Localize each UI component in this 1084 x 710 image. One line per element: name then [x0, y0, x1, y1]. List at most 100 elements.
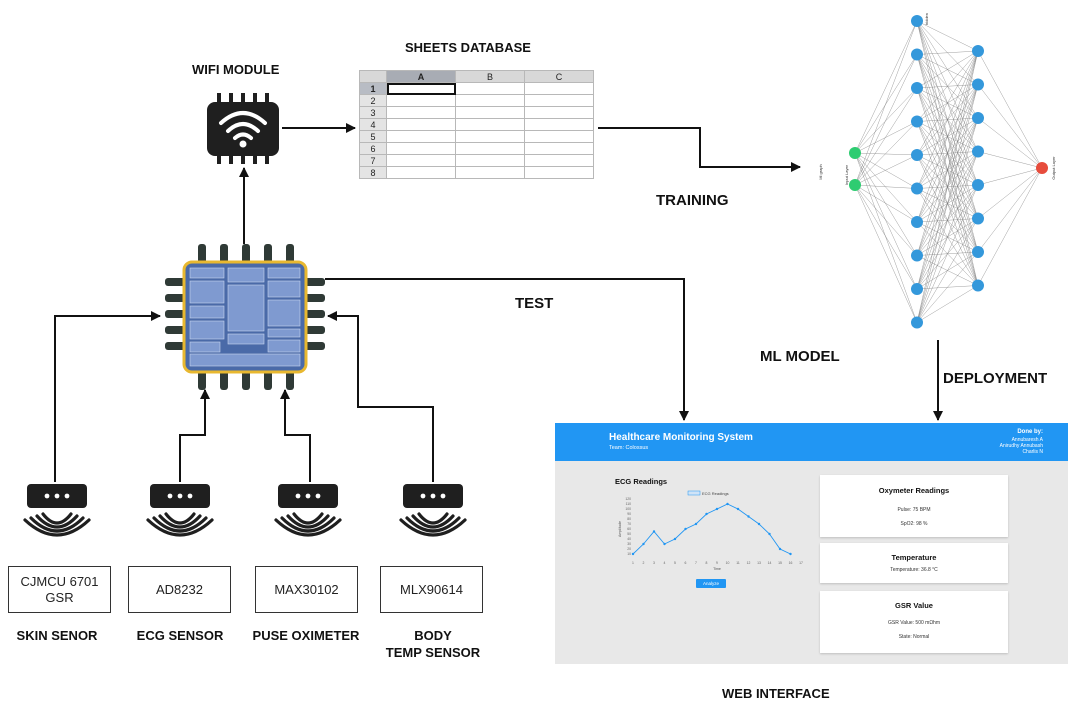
sheet-cell[interactable] [455, 130, 525, 143]
sheet-cell[interactable] [524, 130, 594, 143]
sheet-cell[interactable] [386, 154, 456, 167]
sheet-row: 7 [359, 154, 594, 167]
deployment-label: DEPLOYMENT [943, 370, 1048, 387]
nn-hidden-node [911, 316, 923, 329]
analyze-button[interactable]: Analyze [696, 579, 726, 588]
nn-side-label: Ml graph [818, 164, 823, 180]
nn-hidden-node [911, 15, 923, 27]
sheet-cell[interactable] [386, 166, 456, 179]
ecg-data-point [747, 515, 750, 518]
sheet-cell[interactable] [455, 154, 525, 167]
web-title: Healthcare Monitoring System [609, 432, 753, 443]
nn-connections [854, 20, 1043, 323]
sheet-row-header[interactable]: 2 [359, 94, 387, 107]
sheet-cell[interactable] [455, 118, 525, 131]
ecg-y-tick: 70 [627, 522, 631, 526]
sheet-cell[interactable] [524, 142, 594, 155]
ecg-x-tick: 11 [736, 561, 740, 565]
sheet-cell[interactable] [455, 82, 525, 95]
ecg-x-tick: 12 [747, 561, 751, 565]
web-name: Charlis N [1022, 449, 1043, 455]
web-name: Anirudhy Annubash [999, 443, 1043, 449]
ecg-x-tick: 4 [664, 561, 666, 565]
ecg-x-axis-label: Time [713, 567, 721, 571]
sheet-row-header[interactable]: 3 [359, 106, 387, 119]
ecg-data-point [726, 502, 729, 506]
sensor-model-label: AD8232 [156, 581, 203, 597]
sheet-row: 4 [359, 118, 594, 131]
sensor-model-box: MAX30102 [255, 566, 358, 613]
sheet-cell[interactable] [386, 106, 456, 119]
sheet-cell[interactable] [386, 142, 456, 155]
sensor-model-label: MLX90614 [400, 581, 463, 597]
nn-hidden-node [911, 216, 923, 228]
sheet-cell[interactable] [455, 106, 525, 119]
gsr-card: GSR Value GSR Value: 500 mΩhm State: Nor… [820, 591, 1008, 653]
sensor-model-box: AD8232 [128, 566, 231, 613]
sheet-cell[interactable] [386, 94, 456, 107]
sheet-row: 6 [359, 142, 594, 155]
sheet-cell[interactable] [386, 82, 456, 95]
ecg-x-tick: 17 [799, 561, 803, 565]
nn-hidden-node [972, 145, 984, 158]
ecg-data-point [736, 507, 740, 511]
sheet-cell[interactable] [524, 94, 594, 107]
nn-hidden-node [972, 279, 984, 292]
ecg-y-tick: 10 [627, 552, 631, 556]
sheet-row-header[interactable]: 5 [359, 130, 387, 143]
sheet-column-header[interactable]: A [386, 70, 456, 83]
ecg-y-tick: 60 [627, 527, 631, 531]
ecg-data-point [768, 532, 771, 536]
sensor-model-label: CJMCU 6701 GSR [20, 573, 99, 605]
ecg-y-tick: 20 [627, 547, 631, 551]
web-interface-label: WEB INTERFACE [722, 686, 830, 701]
sheet-cell[interactable] [524, 166, 594, 179]
sensor-model-box: CJMCU 6701 GSR [8, 566, 111, 613]
ecg-title: ECG Readings [615, 477, 668, 486]
nn-hidden-node [972, 78, 984, 91]
nn-output-node [1036, 162, 1048, 174]
sheet-column-header[interactable]: C [524, 70, 594, 83]
ecg-data-point [642, 542, 645, 546]
web-names: Annubaresh A Anirudhy Annubash Charlis N [1000, 437, 1043, 455]
ecg-x-tick: 13 [757, 561, 761, 565]
sheet-cell[interactable] [524, 82, 594, 95]
oxymeter-spo2: SpO2: 98 % [900, 521, 928, 527]
test-label: TEST [515, 295, 554, 312]
ecg-data-point [652, 530, 656, 533]
sheet-cell[interactable] [524, 106, 594, 119]
sheet-row-header[interactable]: 1 [359, 82, 387, 95]
sensor-name-label: ECG SENSOR [136, 628, 224, 643]
web-team: Team: Colossus [609, 445, 649, 451]
ecg-x-tick: 7 [695, 561, 697, 565]
sheet-row-header[interactable]: 6 [359, 142, 387, 155]
ecg-data-point [631, 552, 635, 556]
sheet-row-header[interactable]: 4 [359, 118, 387, 131]
sheet-row-header[interactable]: 7 [359, 154, 387, 167]
oxymeter-title: Oxymeter Readings [878, 486, 950, 495]
nn-input-node [849, 179, 861, 191]
sheet-cell[interactable] [455, 166, 525, 179]
sheet-cell[interactable] [386, 130, 456, 143]
sheet-row-header[interactable]: 8 [359, 166, 387, 179]
ecg-y-axis-label: Amplitude [618, 521, 622, 537]
sheet-cell[interactable] [455, 94, 525, 107]
sheet-cell[interactable] [524, 118, 594, 131]
ecg-y-tick: 110 [626, 502, 632, 506]
web-name: Annubaresh A [1011, 437, 1043, 443]
sheet-cell[interactable] [386, 118, 456, 131]
nn-hidden-node [911, 283, 923, 295]
ecg-y-tick: 50 [627, 532, 631, 536]
arrow-oxi-to-mcu [280, 389, 311, 482]
sheet-cell[interactable] [524, 154, 594, 167]
wireless-sensor-icon [399, 484, 467, 537]
sheet-column-header[interactable]: B [455, 70, 525, 83]
web-interface: Healthcare Monitoring System Team: Colos… [555, 423, 1068, 664]
ecg-y-tick: 100 [625, 507, 631, 511]
ecg-x-tick: 3 [653, 561, 655, 565]
sheet-cell[interactable] [455, 142, 525, 155]
ecg-data-point [778, 547, 782, 551]
nn-hidden-node [911, 149, 923, 161]
arrow-sheets-to-model [598, 127, 801, 172]
